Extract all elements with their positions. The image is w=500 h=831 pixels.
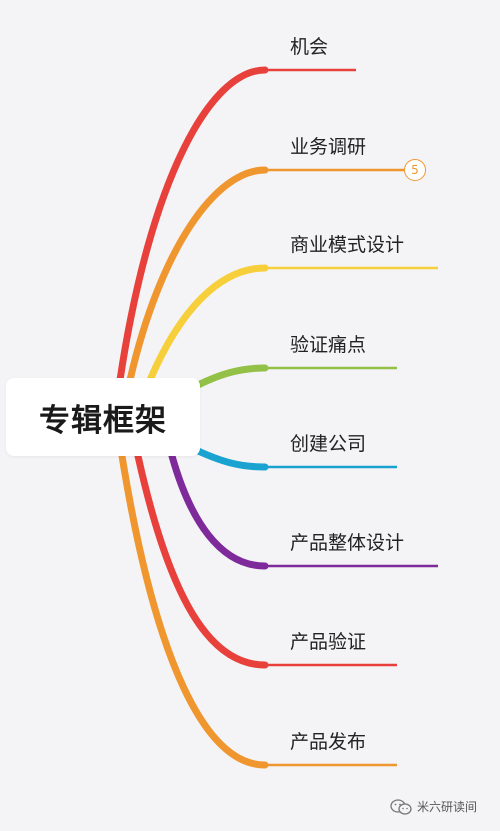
branch-label-yanzheng-tongdian[interactable]: 验证痛点 [290, 334, 367, 356]
connector-shangye-moshi [146, 264, 269, 384]
connector-chuangjian-gongsi [192, 446, 269, 471]
watermark: 米六研读间 [390, 798, 477, 815]
branch-label-jihui[interactable]: 机会 [290, 36, 329, 58]
branch-label-yewu-diaoyan[interactable]: 业务调研 [290, 136, 367, 158]
root-node[interactable]: 专辑框架 [6, 378, 200, 456]
root-node-label: 专辑框架 [39, 402, 167, 439]
connector-jihui [116, 66, 269, 384]
connector-chanpin-yanzheng [134, 452, 269, 669]
connector-yanzheng-tongdian [192, 364, 269, 390]
branch-label-chuangjian-gongsi[interactable]: 创建公司 [290, 433, 367, 455]
connector-chanpin-zhengti [168, 452, 269, 570]
branch-label-chanpin-zhengti[interactable]: 产品整体设计 [290, 532, 405, 554]
branch-label-shangye-moshi[interactable]: 商业模式设计 [290, 234, 405, 256]
connector-yewu-diaoyan [126, 166, 269, 384]
collapsed-count-badge[interactable]: 5 [404, 159, 426, 181]
wechat-icon [390, 798, 412, 815]
connector-chanpin-fabu [118, 452, 269, 769]
branch-label-chanpin-fabu[interactable]: 产品发布 [290, 731, 367, 753]
watermark-text: 米六研读间 [417, 800, 478, 814]
branch-label-chanpin-yanzheng[interactable]: 产品验证 [290, 631, 367, 653]
